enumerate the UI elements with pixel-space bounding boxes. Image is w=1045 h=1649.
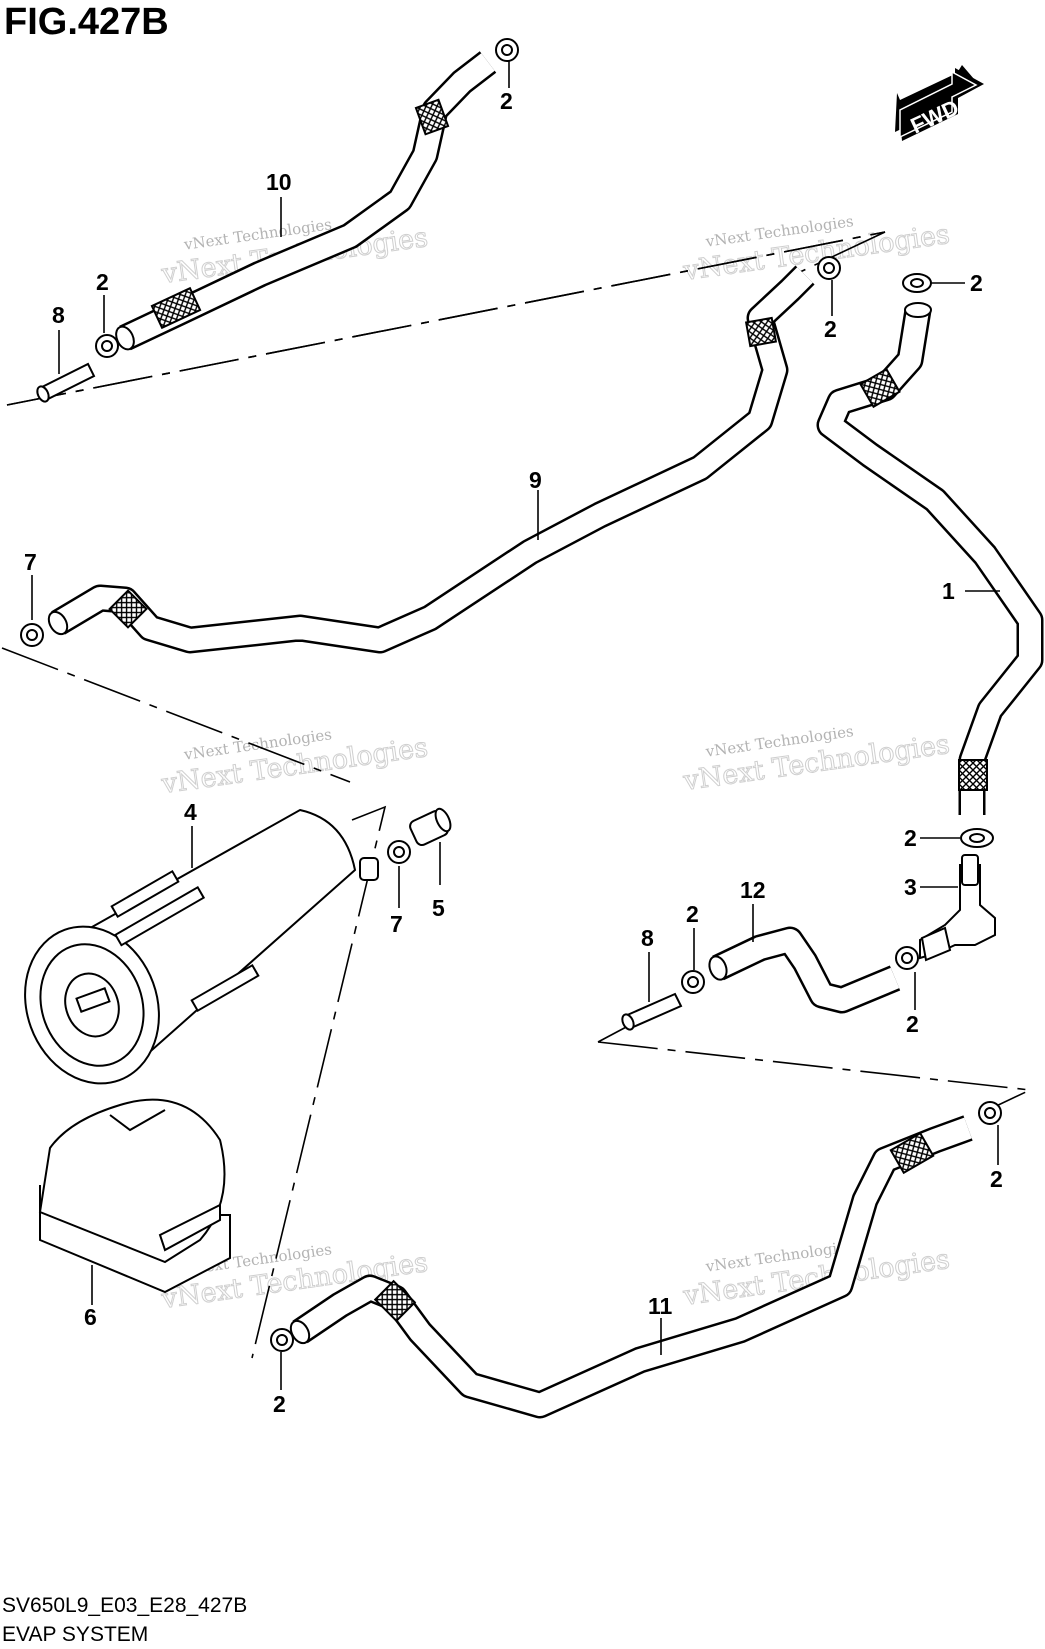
canister-cover-6 [38, 1098, 231, 1294]
callout-8: 8 [52, 302, 65, 328]
fitting-8-top [36, 362, 96, 403]
callout-2: 2 [990, 1166, 1003, 1192]
section-name: EVAP SYSTEM [2, 1623, 148, 1646]
callout-2: 2 [686, 901, 699, 927]
callout-3: 3 [904, 874, 917, 900]
callout-9: 9 [529, 467, 542, 493]
model-code: SV650L9_E03_E28_427B [2, 1594, 247, 1617]
callout-2: 2 [906, 1011, 919, 1037]
callout-2: 2 [96, 269, 109, 295]
callout-4: 4 [184, 799, 197, 825]
hose-12 [708, 926, 901, 1014]
figure-title: FIG.427B [4, 1, 169, 43]
reference-lines [1, 231, 1033, 1359]
hose-11 [289, 1115, 973, 1419]
callout-8: 8 [641, 925, 654, 951]
hose-9 [47, 265, 815, 654]
canister-4 [24, 808, 379, 1085]
callout-12: 12 [740, 877, 766, 903]
callout-1: 1 [942, 578, 955, 604]
callout-11: 11 [648, 1293, 673, 1319]
elbow-fitting-3 [919, 854, 996, 962]
callout-7: 7 [24, 549, 37, 575]
callout-2: 2 [273, 1391, 286, 1417]
short-hose-5 [409, 807, 452, 846]
callout-2: 2 [904, 825, 917, 851]
callout-2: 2 [824, 316, 837, 342]
watermark: vNext Technologies vNext Technologies vN… [158, 212, 952, 1316]
callout-5: 5 [432, 895, 445, 921]
callout-2: 2 [500, 88, 513, 114]
callout-labels: 2 10 2 8 2 2 9 7 1 4 2 3 5 7 12 2 8 2 2 … [24, 88, 1003, 1417]
callout-2: 2 [970, 270, 983, 296]
callout-7: 7 [390, 911, 403, 937]
leader-lines [31, 60, 1000, 1390]
clamp-icon [20, 38, 1002, 1352]
fwd-arrow-icon: FWD [895, 65, 984, 141]
callout-6: 6 [84, 1304, 97, 1330]
callout-10: 10 [266, 169, 292, 195]
fitting-8-bottom [621, 992, 683, 1031]
hose-1 [816, 302, 1044, 815]
hose-10 [115, 51, 497, 351]
